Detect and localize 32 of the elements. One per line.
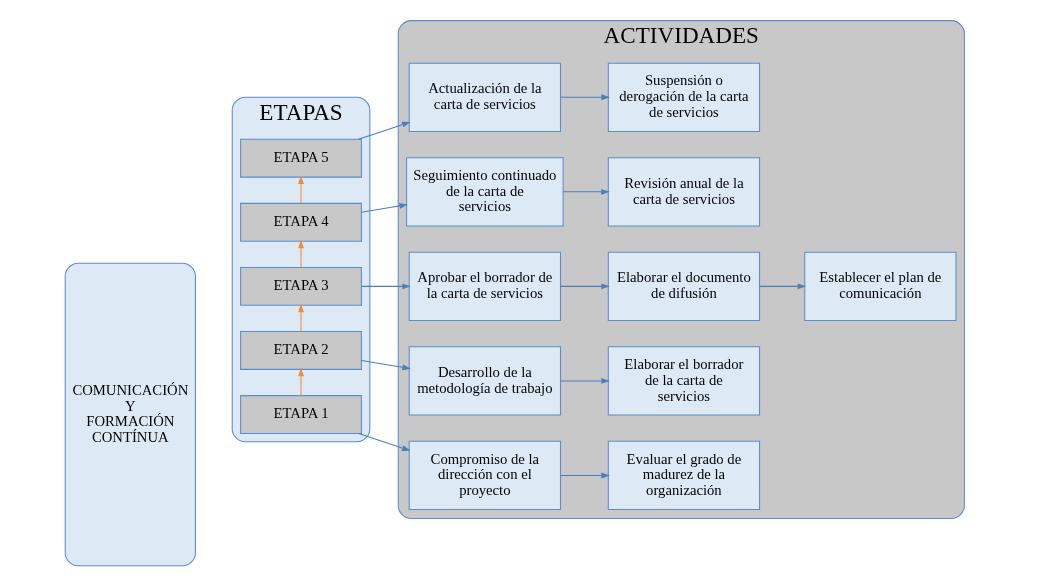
- node-box: Compromiso de la dirección con el proyecto: [408, 440, 561, 511]
- arrow: [562, 188, 610, 195]
- node-box: Elaborar el documento de difusión: [607, 251, 761, 322]
- arrow: [361, 283, 411, 290]
- node-box: Revisión anual de la carta de servicios: [607, 157, 761, 227]
- node-box: ETAPA 4: [240, 202, 362, 242]
- arrow: [759, 283, 807, 290]
- node-box: Suspensión o derogación de la carta de servicios: [607, 62, 761, 132]
- node-box: Seguimiento continuado de la carta de servicios: [406, 157, 564, 227]
- node-box: Evaluar el grado de madurez de la organización: [607, 440, 761, 511]
- node-box: Desarrollo de la metodología de trabajo: [408, 346, 561, 416]
- arrow: [358, 121, 411, 140]
- node-box: Aprobar el borrador de la carta de servicios: [408, 251, 561, 322]
- arrow: [298, 239, 304, 268]
- node-box: ETAPA 5: [240, 138, 362, 178]
- node-box: Actualización de la carta de servicios: [408, 62, 561, 132]
- node-box: ETAPA 1: [240, 395, 362, 434]
- arrow: [298, 367, 304, 397]
- node-box: Establecer el plan de comunicación: [804, 251, 957, 322]
- arrow: [560, 377, 610, 384]
- arrow: [361, 359, 411, 371]
- arrow: [560, 283, 610, 290]
- node-box: ETAPA 3: [240, 266, 362, 306]
- arrow: [560, 472, 610, 479]
- arrow: [298, 303, 304, 332]
- arrow: [298, 175, 304, 204]
- arrow: [358, 432, 411, 451]
- node-box: ETAPA 2: [240, 331, 362, 370]
- node-box: COMUNICACIÓN Y FORMACIÓN CONTÍNUA: [64, 262, 196, 567]
- arrow: [361, 203, 408, 213]
- arrow: [560, 94, 610, 101]
- node-box: Elaborar el borrador de la carta de servicios: [607, 346, 761, 416]
